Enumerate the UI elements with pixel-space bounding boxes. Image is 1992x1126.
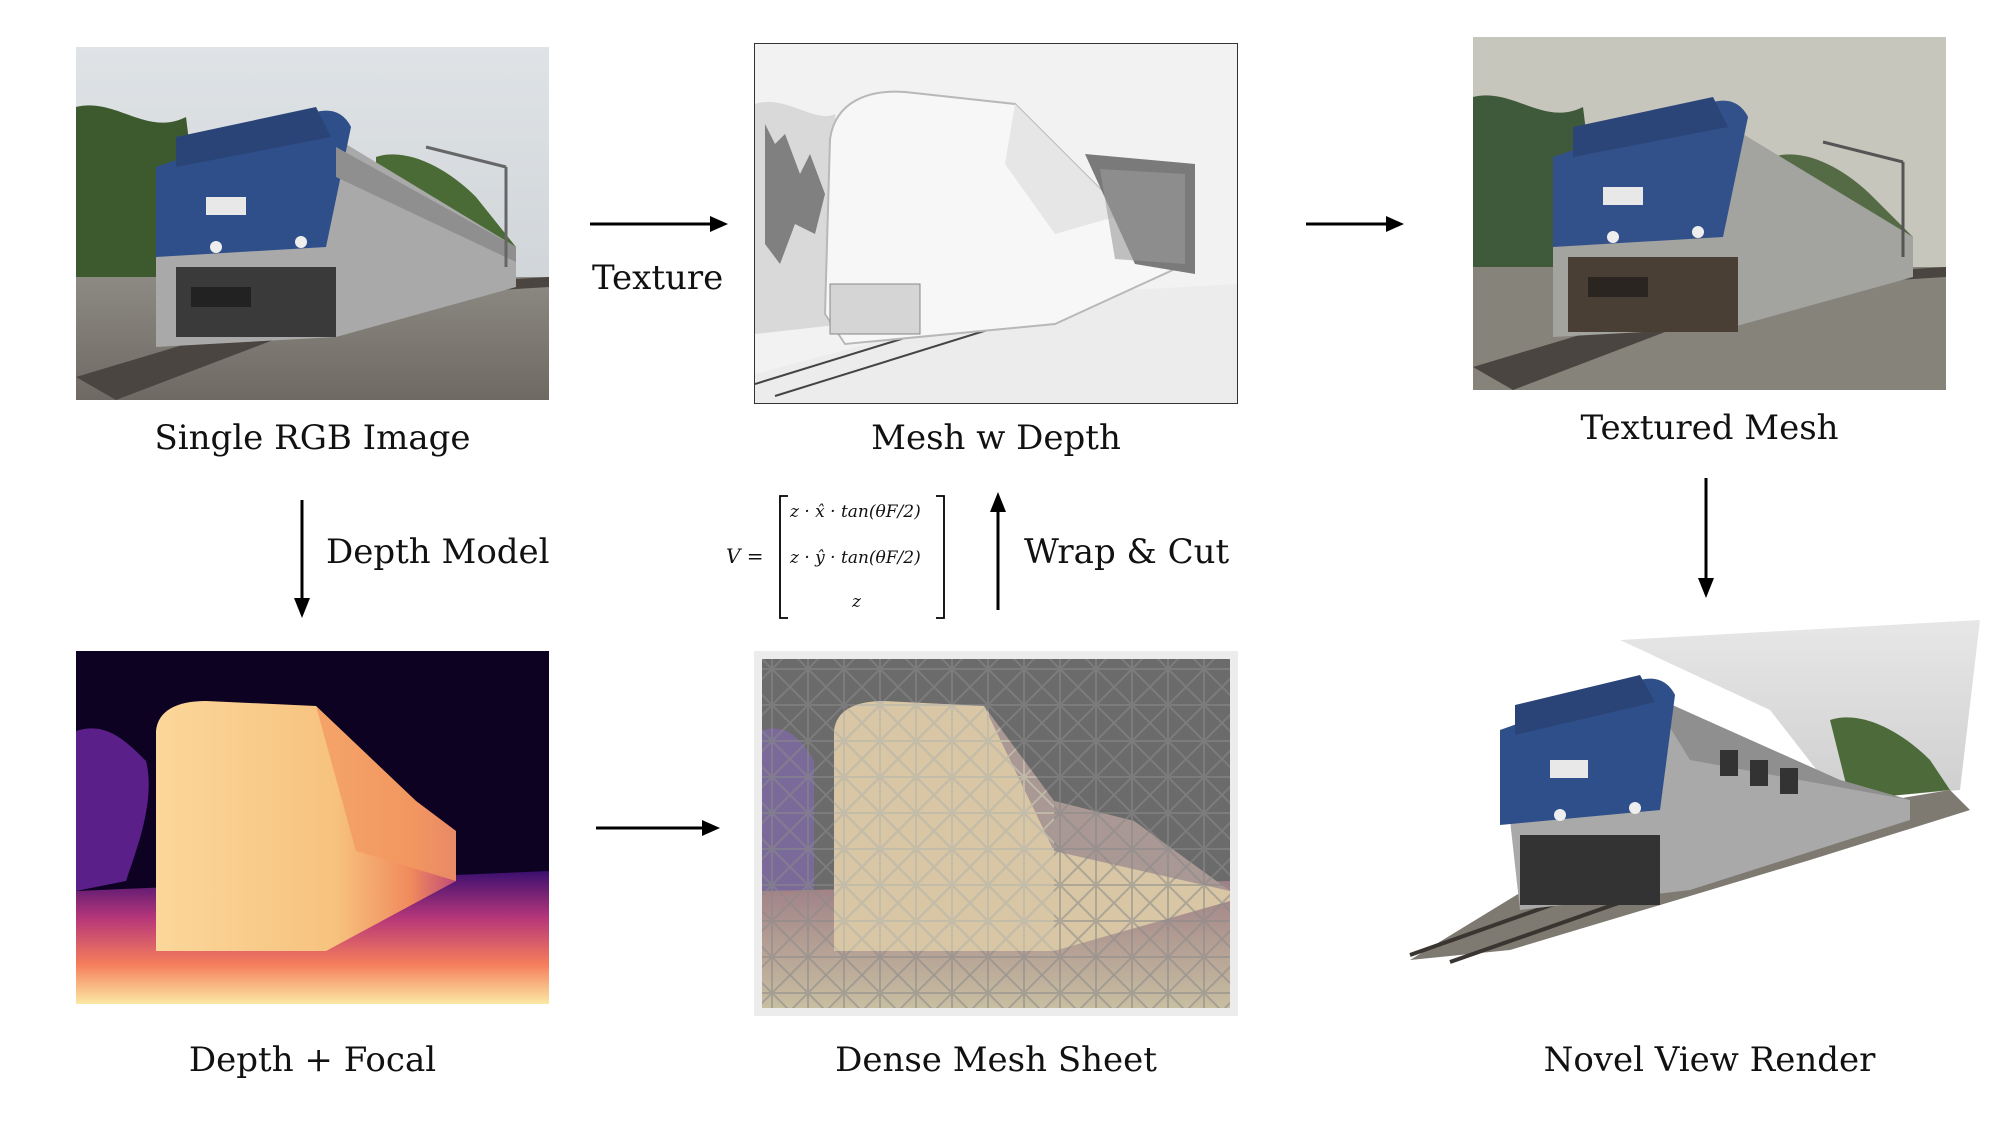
texture-label: Texture — [592, 258, 724, 298]
depth-focal-caption: Depth + Focal — [188, 1040, 437, 1080]
textured-mesh-caption: Textured Mesh — [1580, 408, 1839, 448]
rgb-image-caption: Single RGB Image — [154, 418, 471, 458]
projection-formula: V = z · x̂ · tan(θF/2) z · ŷ · tan(θF/2)… — [722, 494, 946, 620]
wrap-cut-label: Wrap & Cut — [1024, 532, 1230, 572]
depth-focal-panel — [76, 651, 549, 1004]
mesh-depth-panel — [754, 43, 1238, 404]
textured-mesh-panel — [1473, 37, 1946, 390]
mesh-depth-caption: Mesh w Depth — [871, 418, 1121, 458]
depth-model-arrow — [290, 500, 314, 620]
texture-to-textured-arrow — [1306, 212, 1406, 236]
formula-lhs: V = — [726, 544, 764, 568]
depth-to-sheet-arrow — [596, 816, 722, 840]
formula-row3: z — [852, 592, 861, 612]
formula-row2: z · ŷ · tan(θF/2) — [790, 548, 921, 568]
wrap-cut-arrow — [986, 490, 1010, 610]
dense-mesh-caption: Dense Mesh Sheet — [835, 1040, 1157, 1080]
formula-row1: z · x̂ · tan(θF/2) — [790, 502, 921, 522]
novel-view-caption: Novel View Render — [1543, 1040, 1876, 1080]
texture-arrow — [590, 212, 730, 236]
textured-to-novel-arrow — [1694, 478, 1718, 600]
novel-view-panel — [1390, 610, 1980, 970]
dense-mesh-panel — [754, 651, 1238, 1016]
rgb-image-panel — [76, 47, 549, 400]
depth-model-label: Depth Model — [326, 532, 550, 572]
